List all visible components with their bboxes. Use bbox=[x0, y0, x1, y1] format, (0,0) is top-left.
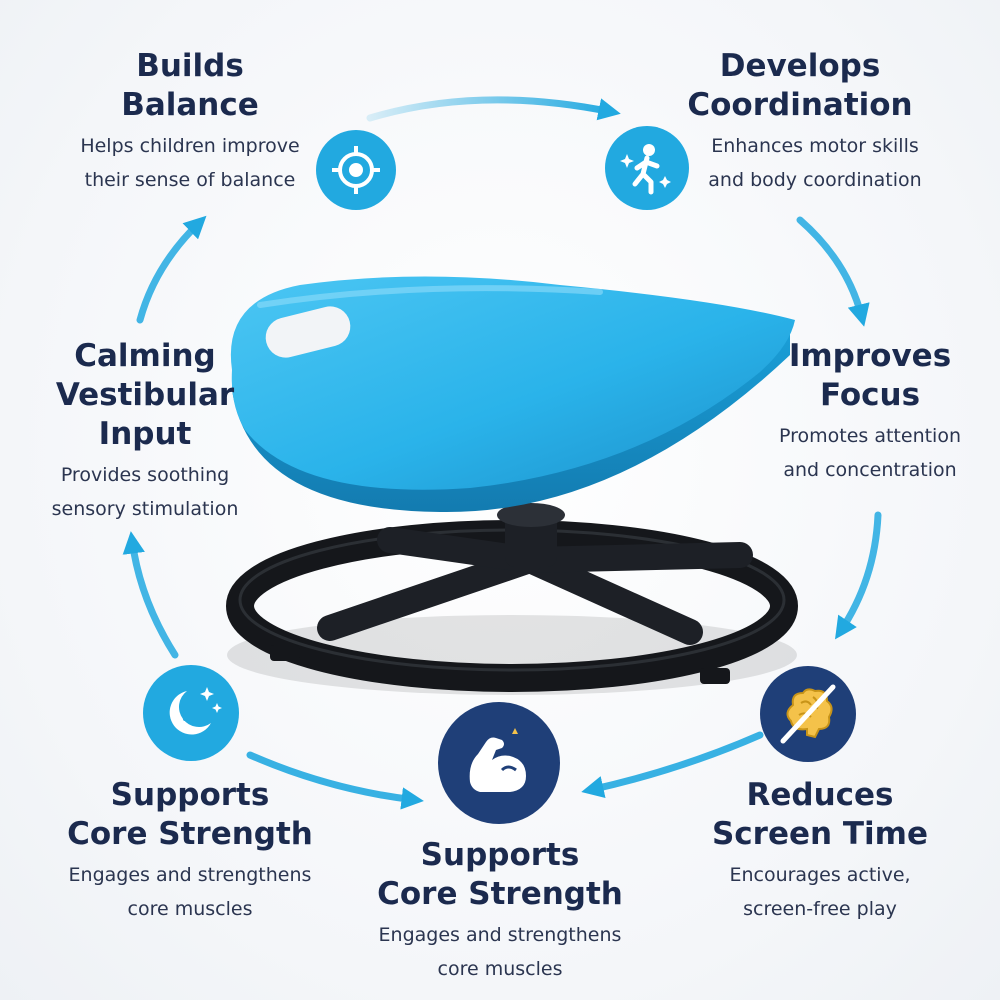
feature-description: Helps children improve their sense of ba… bbox=[80, 135, 300, 191]
feature-description: Promotes attention and concentration bbox=[778, 425, 962, 481]
feature-description: Enhances motor skills and body coordinat… bbox=[708, 135, 922, 191]
seat-handle-hole bbox=[265, 306, 351, 358]
feature-calming-vestibular-input: Calming Vestibular Input Provides soothi… bbox=[20, 337, 270, 526]
feature-description: Engages and strengthens core muscles bbox=[378, 924, 622, 980]
running-child-icon bbox=[605, 126, 689, 210]
feature-title: Calming Vestibular Input bbox=[55, 338, 235, 452]
feature-title: Supports Core Strength bbox=[377, 837, 623, 912]
feature-title: Improves Focus bbox=[788, 338, 952, 413]
feature-develops-coordination: Develops Coordination Enhances motor ski… bbox=[660, 47, 940, 197]
feature-title: Reduces Screen Time bbox=[711, 777, 928, 852]
feature-description: Encourages active, screen-free play bbox=[729, 864, 911, 920]
arrow-coordination-to-focus bbox=[796, 216, 870, 327]
feature-builds-balance: Builds Balance Helps children improve th… bbox=[20, 47, 360, 197]
feature-reduces-screen-time: Reduces Screen Time Encourages active, s… bbox=[690, 776, 950, 926]
feature-title: Supports Core Strength bbox=[67, 777, 313, 852]
arrow-focus-to-screen bbox=[834, 511, 882, 640]
feature-description: Provides soothing sensory stimulation bbox=[51, 464, 239, 520]
brain-no-screen-icon bbox=[760, 666, 856, 762]
feature-supports-core-strength-left: Supports Core Strength Engages and stren… bbox=[40, 776, 340, 926]
arrow-calming-to-balance bbox=[136, 215, 207, 324]
feature-supports-core-strength-center: Supports Core Strength Engages and stren… bbox=[350, 836, 650, 986]
feature-description: Engages and strengthens core muscles bbox=[68, 864, 312, 920]
arrow-balance-to-coordination bbox=[366, 96, 621, 122]
arrow-core-to-calming bbox=[122, 531, 179, 659]
target-icon bbox=[316, 130, 396, 210]
arrow-calming-to-core bbox=[246, 751, 424, 810]
feature-title: Develops Coordination bbox=[687, 48, 913, 123]
moon-stars-icon bbox=[143, 665, 239, 761]
seat-top bbox=[230, 276, 795, 490]
feature-improves-focus: Improves Focus Promotes attention and co… bbox=[745, 337, 995, 487]
flexed-arm-icon bbox=[438, 702, 560, 824]
arrow-screen-to-core bbox=[581, 731, 764, 799]
feature-title: Builds Balance bbox=[121, 48, 259, 123]
